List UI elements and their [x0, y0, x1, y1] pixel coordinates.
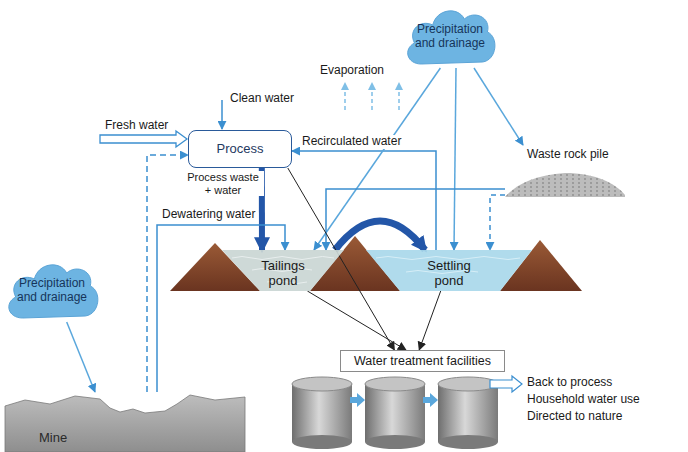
fresh-water-label: Fresh water: [103, 119, 170, 133]
node-text: Process: [217, 142, 264, 157]
flow-connector: [335, 221, 425, 250]
flow-connector: [292, 151, 436, 250]
clean-water-label: Clean water: [228, 92, 296, 106]
flow-label: Process waste + water: [182, 171, 264, 196]
flow-connector: [314, 68, 440, 250]
flow-label: Dewatering water: [160, 208, 257, 222]
outflow-label: Household water use: [525, 393, 642, 407]
clean-water-arrow: [221, 100, 223, 129]
fresh-water-arrow: [100, 131, 187, 147]
node-text: Water treatment facilities: [354, 354, 491, 368]
treatment-tank: [292, 377, 352, 449]
flow-connector: [67, 322, 95, 392]
rain-cloud: Precipitation and drainage: [3, 256, 101, 322]
flow-label: Recirculated water: [300, 135, 403, 149]
node-text: Tailings pond: [252, 259, 314, 289]
node-text: Precipitation and drainage: [410, 23, 490, 51]
node-text: Waste rock pile: [527, 148, 609, 162]
flow-arrow: [423, 393, 438, 407]
evaporation-label: Evaporation: [318, 64, 386, 78]
treatment-box: Water treatment facilities: [340, 350, 505, 372]
settling-pond: Settling pond: [366, 250, 532, 291]
evaporation-arrow: [371, 86, 373, 110]
rain-cloud: Precipitation and drainage: [402, 2, 498, 68]
evaporation-arrow: [344, 86, 346, 110]
flow-connector: [490, 195, 505, 250]
node-text: Settling pond: [418, 259, 480, 289]
waste-rock-pile: Waste rock pile: [505, 145, 625, 197]
flow-connector: [326, 189, 505, 250]
node-text: Precipitation and drainage: [12, 277, 92, 305]
output-arrow: [490, 376, 522, 392]
flow-arrow: [350, 393, 365, 407]
flow-connector: [307, 291, 406, 350]
outflow-label: Directed to nature: [525, 410, 624, 424]
flow-connector: [474, 68, 523, 145]
flow-connector: [454, 68, 456, 250]
outflow-label: Back to process: [525, 376, 614, 390]
evaporation-arrow: [398, 86, 400, 110]
flow-connector: [419, 291, 441, 350]
tailings-pond: Tailings pond: [222, 250, 344, 291]
treatment-tank: [365, 377, 425, 449]
node-text: Mine: [39, 431, 67, 446]
mine-pit: Mine: [5, 392, 245, 452]
treatment-tank: [438, 377, 498, 449]
process-box: Process: [188, 130, 292, 168]
